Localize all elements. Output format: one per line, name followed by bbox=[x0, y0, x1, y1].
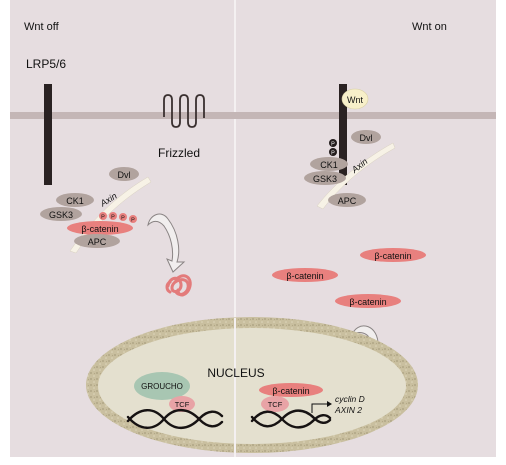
apc-label-right: APC bbox=[338, 196, 357, 206]
ck1-label-left: CK1 bbox=[66, 196, 84, 206]
beta-catenin-label-left-complex: β-catenin bbox=[81, 224, 118, 234]
beta-catenin-free-1 bbox=[360, 248, 426, 262]
lrp-receptor-left bbox=[44, 84, 52, 185]
ck1-protein-right bbox=[310, 157, 348, 171]
phospho-4-left bbox=[129, 215, 137, 223]
phospho-2-left bbox=[109, 212, 117, 220]
transcription-arrowhead bbox=[327, 401, 332, 407]
axin2-label: AXIN 2 bbox=[334, 405, 362, 415]
apc-protein-right bbox=[328, 193, 366, 207]
ck1-label-right: CK1 bbox=[320, 160, 338, 170]
title-wnt-on: Wnt on bbox=[412, 21, 447, 33]
gsk3-protein-right bbox=[304, 171, 346, 185]
tcf-protein-right bbox=[261, 396, 289, 412]
gsk3-protein-left bbox=[40, 207, 82, 221]
lrp-label: LRP5/6 bbox=[26, 57, 66, 71]
beta-catenin-free-1-label: β-catenin bbox=[374, 251, 411, 261]
frizzled-label: Frizzled bbox=[158, 146, 200, 160]
tcf-label-right: TCF bbox=[268, 400, 283, 409]
dvl-label-right: Dvl bbox=[360, 133, 373, 143]
phospho-lrp-2 bbox=[329, 148, 337, 156]
dna-helix-right bbox=[250, 409, 332, 429]
apc-protein-left bbox=[74, 234, 120, 248]
gsk3-label-left: GSK3 bbox=[49, 210, 73, 220]
dna-helix-left bbox=[126, 408, 224, 430]
beta-catenin-free-2 bbox=[272, 268, 338, 282]
gsk3-label-right: GSK3 bbox=[313, 174, 337, 184]
phospho-lrp-1 bbox=[329, 139, 337, 147]
wnt-ligand bbox=[341, 88, 369, 110]
title-wnt-off: Wnt off bbox=[24, 21, 60, 33]
dvl-protein-left bbox=[109, 167, 139, 181]
beta-catenin-nuclear bbox=[259, 383, 323, 397]
beta-catenin-free-3-label: β-catenin bbox=[349, 297, 386, 307]
dvl-protein-right bbox=[351, 130, 381, 144]
tcf-protein-left bbox=[169, 396, 195, 412]
beta-catenin-nuclear-label: β-catenin bbox=[272, 386, 309, 396]
dvl-label-left: Dvl bbox=[118, 170, 131, 180]
phospho-3-left bbox=[119, 213, 127, 221]
apc-label-left: APC bbox=[88, 237, 107, 247]
axin-scaffold-right bbox=[316, 142, 396, 210]
cell-membrane bbox=[10, 112, 496, 119]
phospho-1-left bbox=[99, 212, 107, 220]
beta-catenin-free-2-label: β-catenin bbox=[286, 271, 323, 281]
lrp-receptor-right bbox=[339, 84, 347, 185]
transcription-arrow bbox=[311, 403, 327, 413]
phospho-3-label: P bbox=[121, 216, 125, 222]
frizzled-receptor bbox=[163, 94, 205, 128]
beta-catenin-left-complex bbox=[67, 221, 133, 235]
cyclin-d-label: cyclin D bbox=[335, 394, 365, 404]
beta-catenin-free-3 bbox=[335, 294, 401, 308]
nucleus-label: NUCLEUS bbox=[207, 366, 264, 380]
nucleus-interior bbox=[98, 328, 406, 444]
phospho-1-label: P bbox=[101, 215, 105, 221]
phospho-4-label: P bbox=[131, 218, 135, 224]
groucho-protein bbox=[134, 372, 190, 400]
ck1-protein-left bbox=[56, 193, 94, 207]
groucho-label: GROUCHO bbox=[141, 382, 183, 391]
phospho-lrp-2-label: P bbox=[331, 151, 335, 157]
degradation-arrow bbox=[147, 213, 186, 273]
wnt-label: Wnt bbox=[347, 95, 364, 105]
tcf-label-left: TCF bbox=[175, 400, 190, 409]
phospho-lrp-1-label: P bbox=[331, 142, 335, 148]
phospho-2-label: P bbox=[111, 215, 115, 221]
degraded-beta-catenin bbox=[165, 274, 192, 297]
